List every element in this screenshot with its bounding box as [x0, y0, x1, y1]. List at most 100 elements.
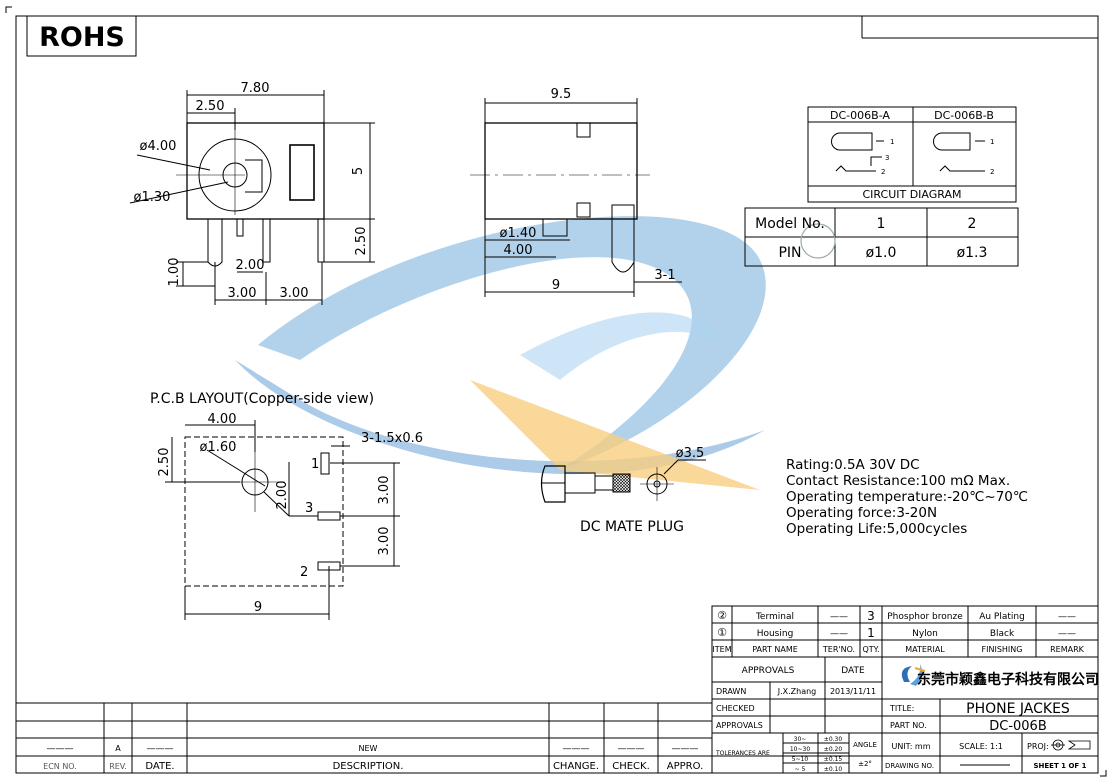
side-view-dims: 9.5 ø1.40 4.00 9 3-1 [500, 87, 676, 293]
model-header-label: Model No. [755, 216, 825, 232]
rohs-box [26, 15, 137, 57]
tb-unit: UNIT: mm [891, 742, 930, 751]
tb-drawn: DRAWN [716, 687, 746, 696]
circuit-labels: DC-006B-A DC-006B-B CIRCUIT DIAGRAM 1 3 … [830, 109, 994, 201]
bom-qty-2: 3 [867, 609, 875, 623]
tb-checked: CHECKED [716, 704, 755, 713]
tb-tol-label: TOLERANCES ARE [715, 750, 770, 757]
tb-tol-r1: 10~30 [790, 746, 810, 753]
company-name: 东莞市颖鑫电子科技有限公司 [917, 671, 1099, 688]
tb-part-label: PART NO. [890, 721, 927, 730]
pcb-labels: 4.00 2.50 ø1.60 3-1.5x0.6 2.00 3.00 3.00… [157, 412, 423, 615]
pcb-layout [165, 420, 400, 620]
bom-finishing-2: Au Plating [979, 612, 1025, 622]
rev-h-appro: APPRO. [667, 761, 704, 772]
circuit-b-pin1: 1 [990, 138, 994, 146]
bom-header-item: ITEM [712, 645, 731, 654]
dim-pin: ø1.30 [134, 190, 171, 205]
pcb-pin2: 2 [300, 565, 308, 580]
spec-temperature: Operating temperature:-20℃~70℃ [786, 489, 1028, 505]
pcb-width: 4.00 [208, 412, 237, 427]
rev-letter: A [115, 744, 121, 753]
rev-date: ——— [147, 744, 174, 754]
rev-change: ——— [563, 744, 590, 754]
bom-no-1: —— [830, 629, 848, 639]
rev-ecn: ——— [47, 744, 74, 754]
rev-desc: NEW [359, 744, 378, 753]
model-table [744, 207, 1019, 267]
rohs-label: ROHS [39, 22, 125, 53]
tb-date: DATE [841, 666, 865, 676]
dim-side-pin: ø1.40 [500, 226, 537, 241]
bom-item-2: ② [717, 609, 727, 622]
bom-name-2: Terminal [755, 612, 794, 622]
title-block-text: APPROVALS DATE DRAWN J.X.Zhang 2013/11/1… [715, 664, 1099, 773]
tb-tol-r0: 30~ [794, 736, 807, 743]
tb-title: PHONE JACKES [966, 701, 1070, 717]
tb-drawing-no: DRAWING NO. [885, 762, 934, 770]
bom-no-2: —— [830, 612, 848, 622]
dim-offset: 2.50 [196, 99, 225, 114]
bom-qty-1: 1 [867, 626, 875, 640]
bom-header-finishing: FINISHING [982, 645, 1023, 654]
bom-table: ② Terminal —— 3 Phosphor bronze Au Plati… [712, 609, 1084, 654]
dim-side-note: 3-1 [654, 268, 675, 283]
plug-dia: ø3.5 [676, 446, 705, 461]
side-view [470, 98, 682, 297]
pcb-offset: 2.50 [157, 448, 172, 477]
model-row-2: ø1.3 [957, 245, 988, 261]
dim-side-base: 9 [552, 278, 560, 293]
tb-title-label: TITLE: [889, 704, 914, 713]
bom-remark-1: —— [1058, 629, 1076, 639]
tb-angle: ±2° [858, 760, 872, 768]
dim-pin-len: 2.50 [354, 227, 369, 256]
rev-h-rev: REV. [109, 762, 127, 771]
model-row-1: ø1.0 [866, 245, 897, 261]
tb-tol-v2: ±0.15 [824, 756, 843, 763]
tb-drawn-date: 2013/11/11 [830, 687, 876, 696]
tb-proj: PROJ: [1027, 742, 1049, 751]
bom-header-no: TER'NO. [822, 645, 855, 654]
dim-height: 5 [351, 167, 366, 175]
dim-hole: ø4.00 [140, 139, 177, 154]
front-view-dims: 7.80 2.50 ø4.00 ø1.30 5 2.50 1.00 2.00 3… [134, 81, 369, 301]
spec-resistance: Contact Resistance:100 mΩ Max. [786, 473, 1010, 489]
rev-h-date: DATE. [145, 761, 174, 772]
watermark-logo [235, 216, 766, 490]
model-header-1: 1 [877, 216, 886, 232]
spec-rating: Rating:0.5A 30V DC [786, 457, 920, 473]
company-logo-icon [901, 664, 926, 686]
pcb-pin1: 1 [311, 457, 319, 472]
spec-list: Rating:0.5A 30V DC Contact Resistance:10… [786, 457, 1028, 537]
circuit-caption: CIRCUIT DIAGRAM [863, 188, 962, 201]
projection-symbol-icon [1051, 739, 1091, 751]
sheet-frame [5, 6, 1107, 777]
dc-plug [540, 459, 706, 503]
dim-pitch-a: 3.00 [228, 286, 257, 301]
revision-table [16, 606, 713, 773]
dim-side-pos: 4.00 [504, 243, 533, 258]
bom-material-2: Phosphor bronze [887, 612, 963, 622]
dim-pitch-b: 3.00 [280, 286, 309, 301]
bom-header-name: PART NAME [752, 645, 798, 654]
circuit-col-b: DC-006B-B [934, 109, 994, 122]
model-table-text: Model No. 1 2 PIN ø1.0 ø1.3 [755, 216, 987, 261]
circuit-b-pin2: 2 [990, 168, 994, 176]
dim-pin-gap: 2.00 [236, 258, 265, 273]
front-view [129, 90, 375, 305]
rev-h-change: CHANGE. [553, 761, 599, 772]
dim-foot: 1.00 [167, 258, 182, 287]
bom-remark-2: —— [1058, 612, 1076, 622]
circuit-col-a: DC-006B-A [830, 109, 890, 122]
tb-part: DC-006B [989, 719, 1047, 734]
spec-force: Operating force:3-20N [786, 505, 937, 521]
bom-item-1: ① [717, 626, 727, 639]
pcb-hole: ø1.60 [200, 440, 237, 455]
plug-label: DC MATE PLUG [580, 519, 684, 535]
pcb-base: 9 [254, 600, 262, 615]
bom-header-material: MATERIAL [905, 645, 945, 654]
tb-approvals: APPROVALS [742, 666, 795, 676]
circuit-a-pin3: 3 [885, 154, 889, 162]
circuit-a-pin1: 1 [890, 138, 894, 146]
